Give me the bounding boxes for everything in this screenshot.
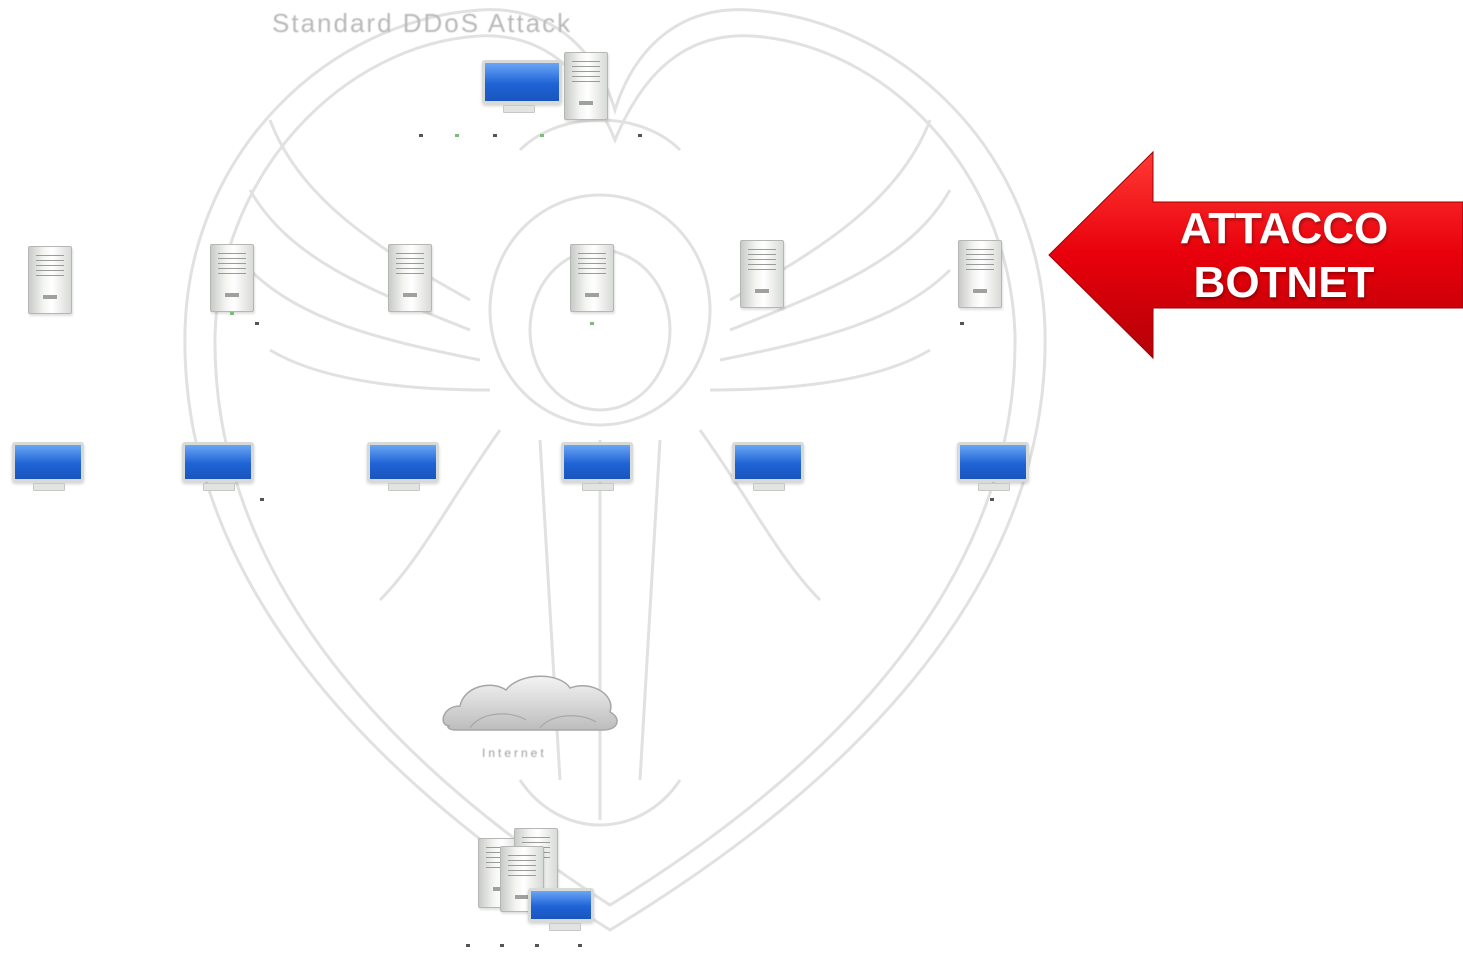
server-status-dot [960,322,964,325]
target-monitor-icon [528,888,594,931]
botnet-attack-label: ATTACCO BOTNET [1150,202,1418,310]
target-server-group [476,828,596,931]
callout-line-2: BOTNET [1193,258,1375,307]
attacker-monitor-icon [482,60,562,113]
label-dot [455,134,459,137]
attacker-server-icon [564,52,608,120]
bot-server-icon-6 [958,240,1002,308]
bot-server-icon-5 [740,240,784,308]
label-dot [500,944,504,947]
botnet-attack-arrow [1048,150,1463,360]
label-dot [419,134,423,137]
bot-client-icon-3 [367,442,439,491]
attacker-host [482,52,612,132]
bot-client-icon-1 [12,442,84,491]
label-dot [638,134,642,137]
bot-server-icon-3 [388,244,432,312]
callout-line-1: ATTACCO [1179,204,1389,253]
bot-client-icon-6 [957,442,1029,491]
label-dot [466,944,470,947]
bot-server-icon-1 [28,246,72,314]
target-server-icon-3 [500,846,544,912]
bot-client-icon-4 [561,442,633,491]
label-dot [493,134,497,137]
label-dot [578,944,582,947]
client-status-dot [990,498,994,501]
server-status-dot [590,322,594,325]
client-status-dot [260,498,264,501]
bot-client-icon-2 [182,442,254,491]
label-dot [535,944,539,947]
label-dot [540,134,544,137]
bot-server-icon-2 [210,244,254,312]
internet-cloud-icon [442,675,618,731]
server-status-dot [230,312,234,315]
server-status-dot [255,322,259,325]
bot-server-icon-4 [570,244,614,312]
internet-label: Internet [482,746,547,760]
bot-client-icon-5 [732,442,804,491]
diagram-title: Standard DDoS Attack [272,8,573,38]
